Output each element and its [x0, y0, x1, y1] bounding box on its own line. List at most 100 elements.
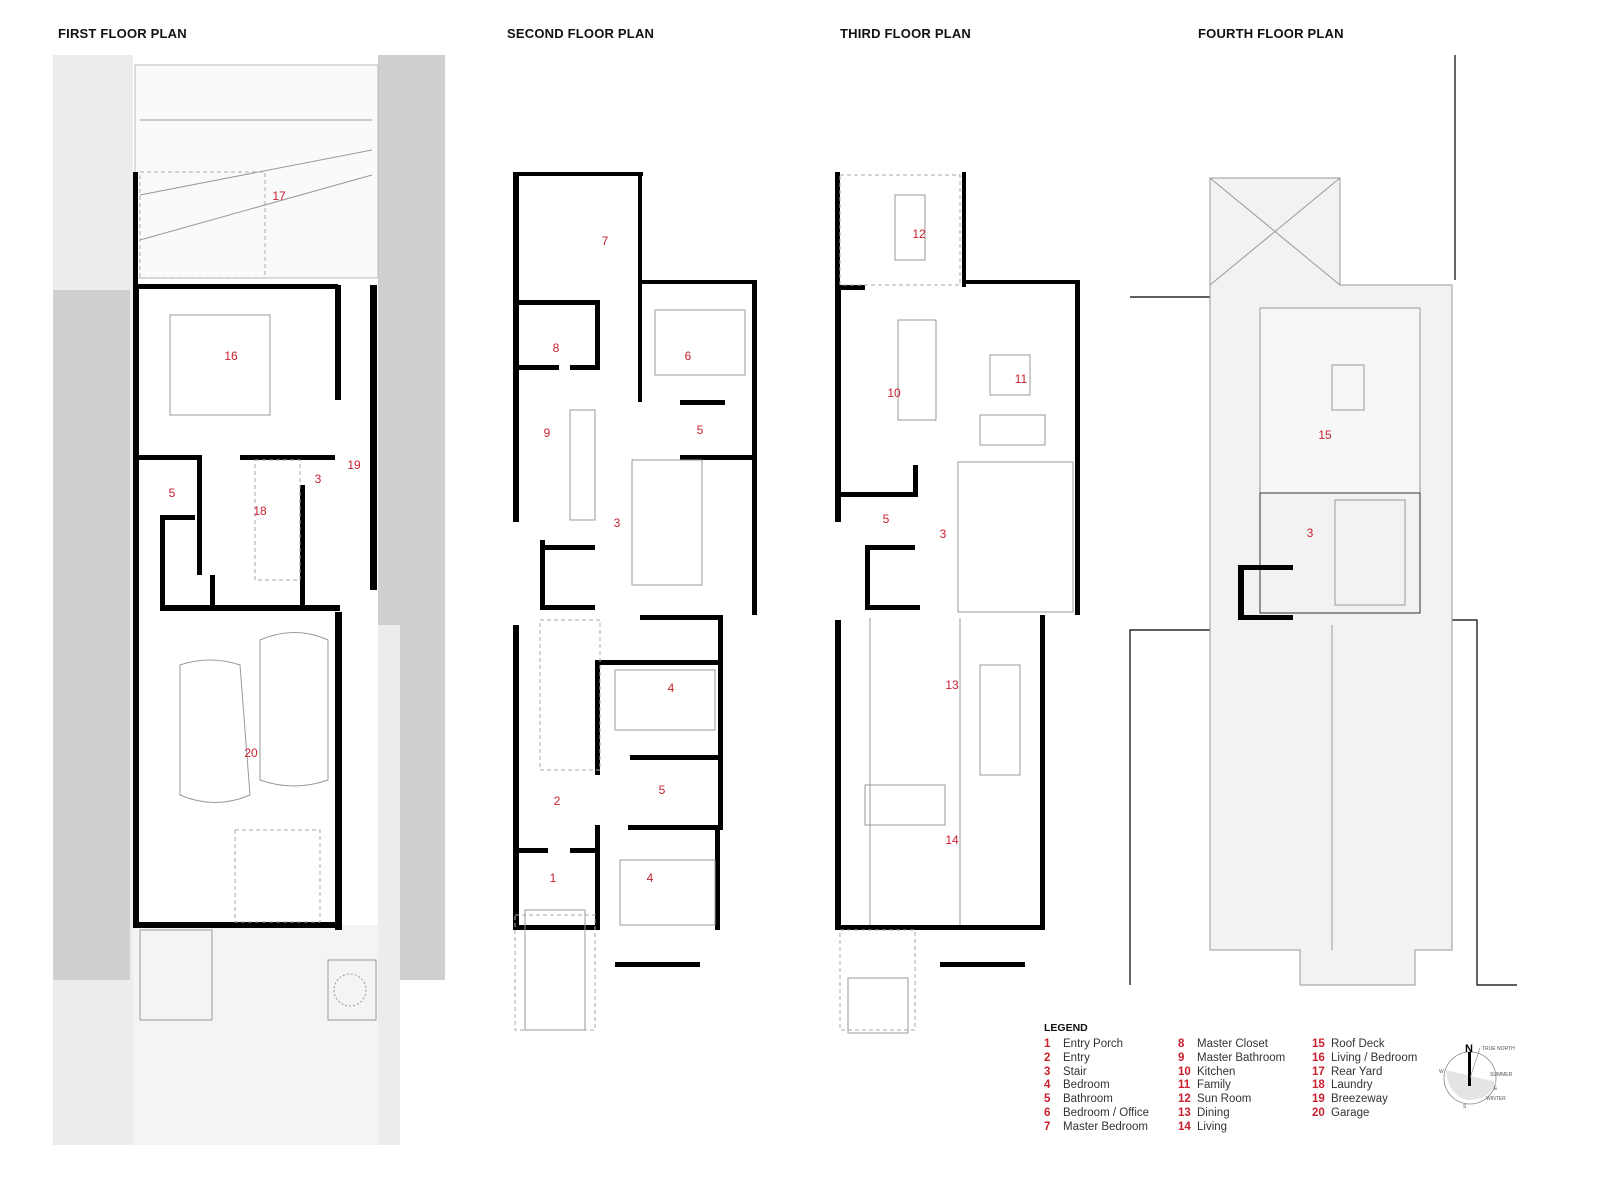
compass-true-north: TRUE NORTH [1482, 1046, 1515, 1052]
compass-east: E [1494, 1086, 1498, 1092]
room-label: 20 [244, 746, 258, 760]
legend-label: Master Bathroom [1197, 1051, 1286, 1064]
north-arrow-compass: N TRUE NORTH SUMMER WINTER W E S [1439, 1043, 1515, 1110]
legend-label: Living [1197, 1120, 1228, 1133]
room-label: 13 [945, 678, 959, 692]
room-label: 12 [912, 227, 926, 241]
legend-label: Kitchen [1197, 1065, 1236, 1078]
room-label: 3 [315, 472, 322, 486]
legend-label: Master Bedroom [1063, 1120, 1149, 1133]
room-label: 5 [659, 783, 666, 797]
compass-north: N [1465, 1043, 1473, 1055]
legend-label: Roof Deck [1331, 1038, 1385, 1050]
legend-number: 1 [1044, 1038, 1051, 1050]
legend-item: 12 Sun Room [1178, 1093, 1312, 1107]
legend-number: 8 [1178, 1038, 1185, 1050]
room-label: 10 [887, 386, 901, 400]
legend-number: 6 [1044, 1106, 1051, 1119]
room-label: 5 [883, 512, 890, 526]
legend-label: Bedroom [1063, 1079, 1110, 1092]
room-label: 6 [685, 349, 692, 363]
legend-item: 19 Breezeway [1312, 1093, 1446, 1107]
room-label: 8 [553, 341, 560, 355]
room-label: 3 [614, 516, 621, 530]
legend-item: 11 Family [1178, 1079, 1312, 1093]
room-label: 9 [544, 426, 551, 440]
room-label: 14 [945, 833, 959, 847]
room-label: 7 [602, 234, 609, 248]
compass-south: S [1463, 1104, 1467, 1110]
room-label: 5 [697, 423, 704, 437]
compass-summer: SUMMER [1490, 1072, 1513, 1078]
legend-number: 4 [1044, 1079, 1051, 1092]
legend-label: Breezeway [1331, 1093, 1388, 1106]
legend-number: 10 [1178, 1065, 1191, 1078]
legend-item: 7 Master Bedroom [1044, 1121, 1178, 1135]
legend-title: LEGEND [1044, 1022, 1088, 1034]
fourth-floor-title: FOURTH FLOOR PLAN [1198, 26, 1344, 41]
legend-number: 18 [1312, 1079, 1325, 1092]
legend-label: Family [1197, 1079, 1231, 1092]
legend-number: 15 [1312, 1038, 1325, 1050]
legend-label: Dining [1197, 1106, 1230, 1119]
legend-number: 20 [1312, 1106, 1325, 1119]
room-label: 15 [1318, 428, 1332, 442]
legend-item: 16 Living / Bedroom [1312, 1052, 1446, 1066]
legend-label: Rear Yard [1331, 1065, 1383, 1078]
legend-number: 7 [1044, 1120, 1051, 1133]
compass-west: W [1439, 1069, 1444, 1075]
second-floor-plan [513, 172, 757, 1031]
compass-winter: WINTER [1486, 1096, 1506, 1102]
third-floor-plan [835, 172, 1080, 1034]
room-labels: 17 16 19 3 5 18 20 7 8 6 9 5 3 4 2 5 1 4… [169, 189, 1332, 885]
room-label: 4 [668, 681, 675, 695]
legend-number: 2 [1044, 1051, 1051, 1064]
legend-label: Living / Bedroom [1331, 1051, 1418, 1064]
legend-item: 20 Garage [1312, 1107, 1446, 1121]
room-label: 17 [272, 189, 286, 203]
fourth-floor-plan [1129, 55, 1517, 986]
legend-label: Sun Room [1197, 1093, 1252, 1106]
legend-label: Master Closet [1197, 1038, 1268, 1050]
room-label: 5 [169, 486, 176, 500]
legend-number: 16 [1312, 1051, 1325, 1064]
legend-number: 19 [1312, 1093, 1325, 1106]
legend-number: 12 [1178, 1093, 1191, 1106]
room-label: 3 [940, 527, 947, 541]
legend-number: 17 [1312, 1065, 1325, 1078]
first-floor-plan [53, 55, 445, 1145]
legend-label: Bathroom [1063, 1093, 1113, 1106]
legend-column: 15 Roof Deck 16 Living / Bedroom 17 Rear Yard… [1312, 1038, 1446, 1135]
second-floor-title: SECOND FLOOR PLAN [507, 26, 655, 41]
legend-item: 1 Entry Porch [1044, 1038, 1178, 1052]
legend-item: 6 Bedroom / Office [1044, 1107, 1178, 1121]
room-label: 11 [1015, 372, 1028, 386]
legend-item: 15 Roof Deck [1312, 1038, 1446, 1052]
legend-label: Bedroom / Office [1063, 1106, 1150, 1119]
legend-label: Stair [1063, 1065, 1087, 1078]
legend-item: 17 Rear Yard [1312, 1066, 1446, 1080]
legend-item: 13 Dining [1178, 1107, 1312, 1121]
legend-number: 13 [1178, 1106, 1191, 1119]
third-floor-title: THIRD FLOOR PLAN [840, 26, 972, 41]
room-label: 19 [347, 458, 361, 472]
legend-label: Entry Porch [1063, 1038, 1124, 1050]
legend-number: 11 [1178, 1079, 1191, 1092]
legend-number: 14 [1178, 1120, 1191, 1133]
legend-item: 4 Bedroom [1044, 1079, 1178, 1093]
first-floor-title: FIRST FLOOR PLAN [58, 26, 187, 41]
legend-item: 2 Entry [1044, 1052, 1178, 1066]
legend-label: Entry [1063, 1051, 1090, 1064]
legend-label: Garage [1331, 1106, 1370, 1119]
room-label: 16 [224, 349, 238, 363]
room-label: 18 [253, 504, 267, 518]
room-label: 3 [1307, 526, 1314, 540]
